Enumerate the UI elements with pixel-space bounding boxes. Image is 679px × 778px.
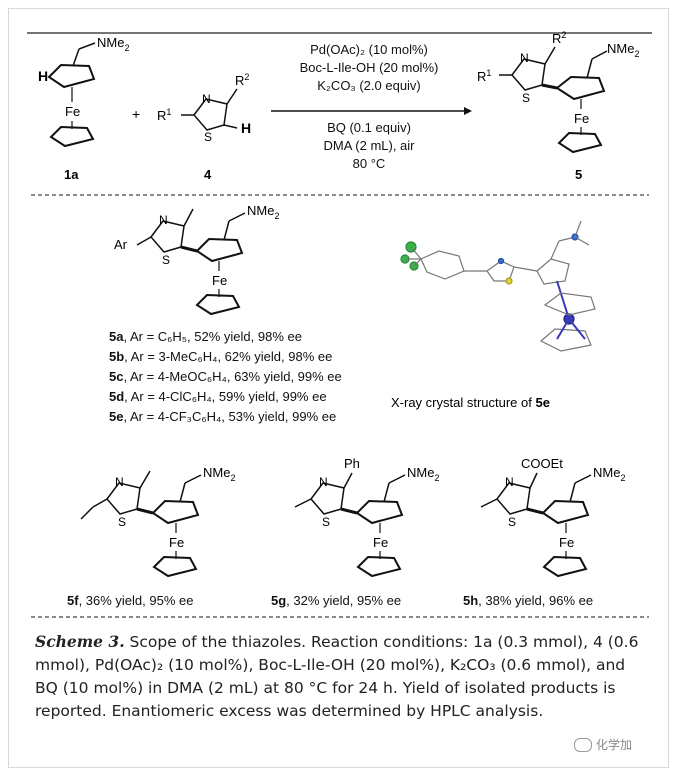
wechat-icon [574,737,592,752]
p5-fe: Fe [574,111,589,126]
r4-h: H [241,120,251,136]
condition-line: Pd(OAc)₂ (10 mol%) [310,42,428,57]
arrow-head [464,107,472,115]
s5g-n: N [319,475,328,489]
reactant-4-label: 4 [204,167,212,182]
structure-5f [80,470,202,578]
s5f-fe: Fe [169,535,184,550]
condition-line: DMA (2 mL), air [323,138,415,153]
scheme-drawing: NMe2 H Fe 1a + N S R1 R2 H 4 [27,30,652,618]
reactant-1a-label: 1a [64,167,79,182]
s5f-nme2: NMe2 [203,465,235,483]
entry-5d: 5d, Ar = 4-ClC₆H₄, 59% yield, 99% ee [109,389,327,404]
plus-sign: + [132,106,140,122]
s5h-fe: Fe [559,535,574,550]
p5-nme2: NMe2 [607,41,639,59]
entry-5a: 5a, Ar = C₆H₅, 52% yield, 98% ee [109,329,302,344]
gen-nme2: NMe2 [247,203,279,221]
r1a-nme2: NMe2 [97,35,129,53]
xray-caption: X-ray crystal structure of 5e [391,395,550,410]
reactant-4-structure [181,88,238,131]
watermark: 化学加 [574,736,632,753]
gen-ar: Ar [114,237,128,252]
entry-list: 5a, Ar = C₆H₅, 52% yield, 98% ee 5b, Ar … [109,327,342,427]
product-5-structure [499,46,608,154]
label-5f: 5f, 36% yield, 95% ee [67,593,194,608]
s5f-s: S [118,515,126,529]
entry-5e: 5e, Ar = 4-CF₃C₆H₄, 53% yield, 99% ee [109,409,337,424]
conditions-below: BQ (0.1 equiv) DMA (2 mL), air 80 °C [271,119,467,173]
s5g-s: S [322,515,330,529]
gen-n: N [159,213,168,227]
condition-line: Boc-L-Ile-OH (20 mol%) [299,60,439,75]
entry-5c: 5c, Ar = 4-MeOC₆H₄, 63% yield, 99% ee [109,369,342,384]
label-5g: 5g, 32% yield, 95% ee [271,593,402,608]
r1a-h: H [38,68,48,84]
gen-s: S [162,253,170,267]
condition-line: 80 °C [352,156,386,171]
s5h-nme2: NMe2 [593,465,625,483]
reactant-1a-structure [47,42,96,148]
structure-5h [480,472,592,578]
r1a-fe: Fe [65,104,80,119]
r4-r2: R2 [235,72,249,88]
scheme-card: NMe2 H Fe 1a + N S R1 R2 H 4 [8,8,669,768]
p5-r1: R1 [477,68,491,84]
s5h-s: S [508,515,516,529]
s5f-n: N [115,475,124,489]
s5h-cooet: COOEt [521,456,563,471]
caption-body: Scope of the thiazoles. Reaction conditi… [35,633,639,720]
r4-r1: R1 [157,107,171,123]
r4-s: S [204,130,212,144]
s5g-ph: Ph [344,456,360,471]
conditions-above: Pd(OAc)₂ (10 mol%) Boc-L-Ile-OH (20 mol%… [271,41,467,95]
product-5-label: 5 [575,167,582,182]
p5-s: S [522,91,530,105]
xray-crystal-image [400,220,596,352]
gen-fe: Fe [212,273,227,288]
p5-r2: R2 [552,30,566,46]
general-structure [136,208,246,316]
scheme-caption: Scheme 3. Scope of the thiazoles. Reacti… [35,630,647,723]
p5-n: N [520,51,529,65]
s5h-n: N [505,475,514,489]
r4-n: N [202,92,211,106]
entry-5b: 5b, Ar = 3-MeC₆H₄, 62% yield, 98% ee [109,349,333,364]
condition-line: BQ (0.1 equiv) [327,120,411,135]
label-5h: 5h, 38% yield, 96% ee [463,593,594,608]
s5g-fe: Fe [373,535,388,550]
caption-title: Scheme 3. [35,632,125,651]
structure-5g [294,472,406,578]
s5g-nme2: NMe2 [407,465,439,483]
condition-line: K₂CO₃ (2.0 equiv) [317,78,421,93]
